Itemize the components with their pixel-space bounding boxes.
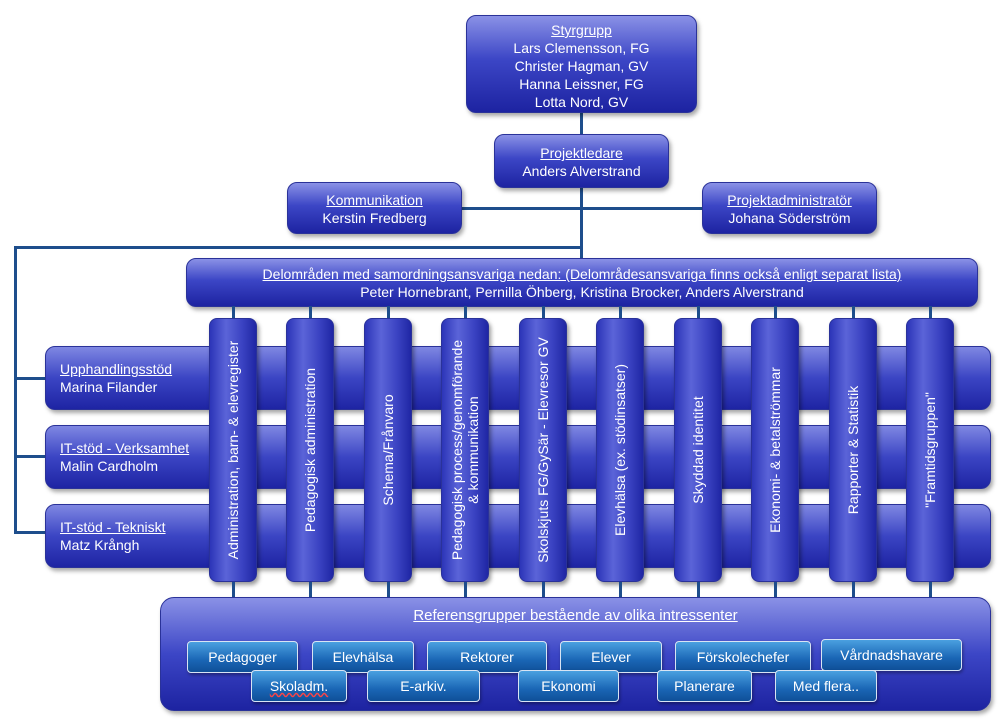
styrgrupp-member: Lotta Nord, GV: [534, 94, 629, 110]
ref-group-e-arkiv: E-arkiv.: [367, 670, 480, 702]
projektadministrator-name: Johana Söderström: [728, 210, 851, 226]
delomraden-box: Delområden med samordningsansvariga neda…: [186, 258, 978, 307]
connector-line: [619, 582, 622, 597]
ref-group-ekonomi: Ekonomi: [518, 670, 619, 702]
referensgrupper-title: Referensgrupper bestående av olika intre…: [413, 607, 738, 624]
connector-line: [14, 246, 583, 249]
band-title: Upphandlingsstöd: [60, 361, 173, 377]
kommunikation-box: Kommunikation Kerstin Fredberg: [287, 182, 462, 234]
styrgrupp-title: Styrgrupp: [551, 22, 612, 38]
ref-group-skoladm: Skoladm.: [251, 670, 347, 702]
column-elevhalsa: Elevhälsa (ex. stödinsatser): [596, 318, 644, 582]
column-label: Skolskjuts FG/GySär - Elevresor GV: [535, 337, 551, 563]
connector-line: [464, 306, 467, 318]
connector-line: [14, 246, 17, 533]
connector-line: [387, 306, 390, 318]
column-pedagogisk-process: Pedagogisk process/genomförande & kommun…: [441, 318, 489, 582]
column-ekonomi: Ekonomi- & betalströmmar: [751, 318, 799, 582]
connector-line: [387, 582, 390, 597]
band-name: Malin Cardholm: [60, 458, 159, 474]
connector-line: [309, 582, 312, 597]
connector-line: [619, 306, 622, 318]
ref-group-vardnadshavare: Vårdnadshavare: [821, 639, 962, 671]
column-framtidsgruppen: "Framtidsgruppen": [906, 318, 954, 582]
band-name: Matz Krångh: [60, 537, 140, 553]
connector-line: [697, 306, 700, 318]
band-title: IT-stöd - Tekniskt: [60, 519, 166, 535]
ref-group-forskolechefer: Förskolechefer: [675, 641, 811, 673]
styrgrupp-box: Styrgrupp Lars Clemensson, FG Christer H…: [466, 15, 697, 113]
connector-line: [852, 582, 855, 597]
column-skolskjuts: Skolskjuts FG/GySär - Elevresor GV: [519, 318, 567, 582]
connector-line: [774, 306, 777, 318]
kommunikation-name: Kerstin Fredberg: [322, 210, 427, 226]
ref-group-planerare: Planerare: [657, 670, 752, 702]
connector-line: [852, 306, 855, 318]
connector-line: [309, 306, 312, 318]
column-label: Rapporter & Statistik: [845, 385, 861, 515]
delomraden-title: Delområden med samordningsansvariga neda…: [262, 266, 902, 282]
delomraden-names: Peter Hornebrant, Pernilla Öhberg, Krist…: [360, 284, 804, 300]
connector-line: [14, 455, 48, 458]
connector-line: [460, 207, 704, 210]
column-rapporter: Rapporter & Statistik: [829, 318, 877, 582]
band-name: Marina Filander: [60, 379, 158, 395]
column-pedagogisk-administration: Pedagogisk administration: [286, 318, 334, 582]
connector-line: [14, 377, 48, 380]
connector-line: [542, 582, 545, 597]
ref-group-pedagoger: Pedagoger: [187, 641, 298, 673]
connector-line: [929, 582, 932, 597]
connector-line: [232, 582, 235, 597]
projektledare-name: Anders Alverstrand: [522, 163, 641, 179]
column-label: Pedagogisk process/genomförande: [449, 339, 465, 561]
styrgrupp-member: Christer Hagman, GV: [514, 58, 649, 74]
styrgrupp-member: Hanna Leissner, FG: [519, 76, 644, 92]
connector-line: [542, 306, 545, 318]
kommunikation-title: Kommunikation: [326, 192, 423, 208]
ref-group-med-flera: Med flera..: [775, 670, 877, 702]
connector-line: [232, 306, 235, 318]
projektadministrator-title: Projektadministratör: [727, 192, 852, 208]
styrgrupp-member: Lars Clemensson, FG: [513, 40, 650, 56]
projektledare-box: Projektledare Anders Alverstrand: [494, 134, 669, 188]
connector-line: [14, 531, 48, 534]
column-label: Skyddad identitet: [690, 396, 706, 504]
connector-line: [464, 582, 467, 597]
column-administration: Administration, barn- & elevregister: [209, 318, 257, 582]
projektledare-title: Projektledare: [540, 145, 623, 161]
column-skyddad-identitet: Skyddad identitet: [674, 318, 722, 582]
connector-line: [774, 582, 777, 597]
projektadministrator-box: Projektadministratör Johana Söderström: [702, 182, 877, 234]
column-label: Elevhälsa (ex. stödinsatser): [612, 364, 628, 536]
column-label: Administration, barn- & elevregister: [225, 340, 241, 560]
column-label: "Framtidsgruppen": [922, 392, 938, 508]
band-title: IT-stöd - Verksamhet: [60, 440, 190, 456]
connector-line: [929, 306, 932, 318]
column-label: Pedagogisk administration: [302, 367, 318, 533]
connector-line: [697, 582, 700, 597]
ref-group-elever: Elever: [560, 641, 662, 673]
column-label: & kommunikation: [465, 396, 481, 504]
column-schema-franvaro: Schema/Frånvaro: [364, 318, 412, 582]
column-label: Ekonomi- & betalströmmar: [767, 367, 783, 533]
ref-group-elevhalsa: Elevhälsa: [312, 641, 414, 673]
ref-group-rektorer: Rektorer: [427, 641, 547, 673]
column-label: Schema/Frånvaro: [380, 394, 396, 506]
